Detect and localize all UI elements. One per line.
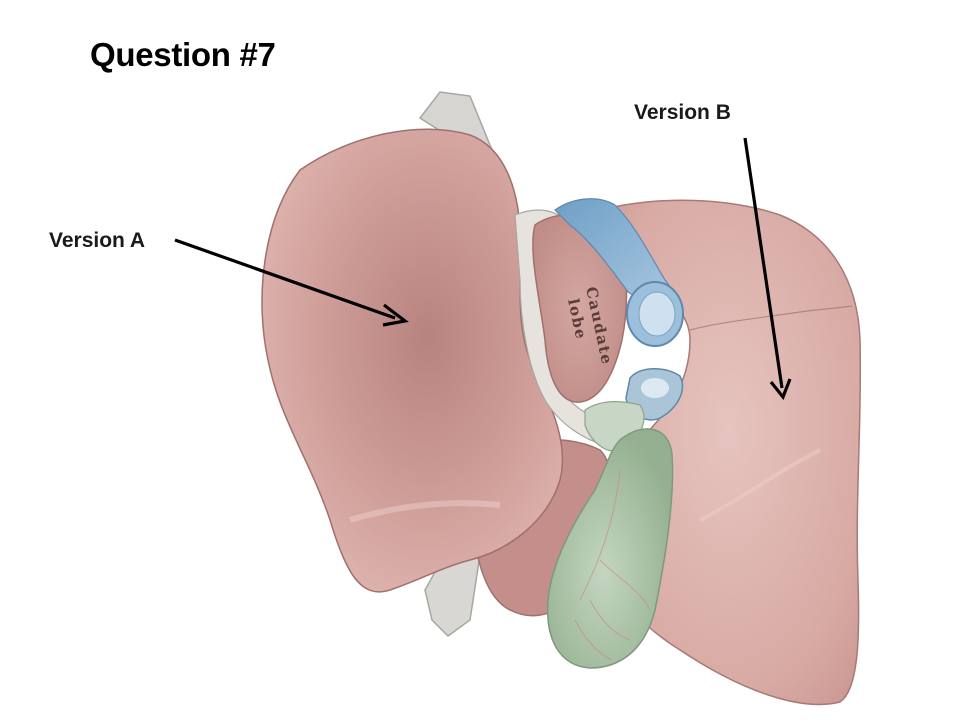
- vena-cava-lumen: [638, 291, 676, 337]
- slide-title: Question #7: [90, 36, 276, 73]
- arrow-version-a-head: [382, 303, 409, 327]
- arrow-version-a: [174, 238, 396, 320]
- right-lobe: [261, 128, 564, 593]
- arrow-version-b-head: [769, 378, 792, 401]
- portal-vessel-lumen: [641, 378, 669, 398]
- gallbladder-vessels: [574, 469, 651, 661]
- lobe-ridge: [699, 448, 821, 522]
- label-version-b: Version B: [634, 101, 731, 124]
- arrow-version-b: [743, 137, 784, 389]
- gallbladder: [546, 428, 674, 669]
- label-version-a: Version A: [49, 229, 146, 252]
- right-lobe-highlight: [349, 500, 501, 523]
- lobe-fissure: [689, 305, 853, 331]
